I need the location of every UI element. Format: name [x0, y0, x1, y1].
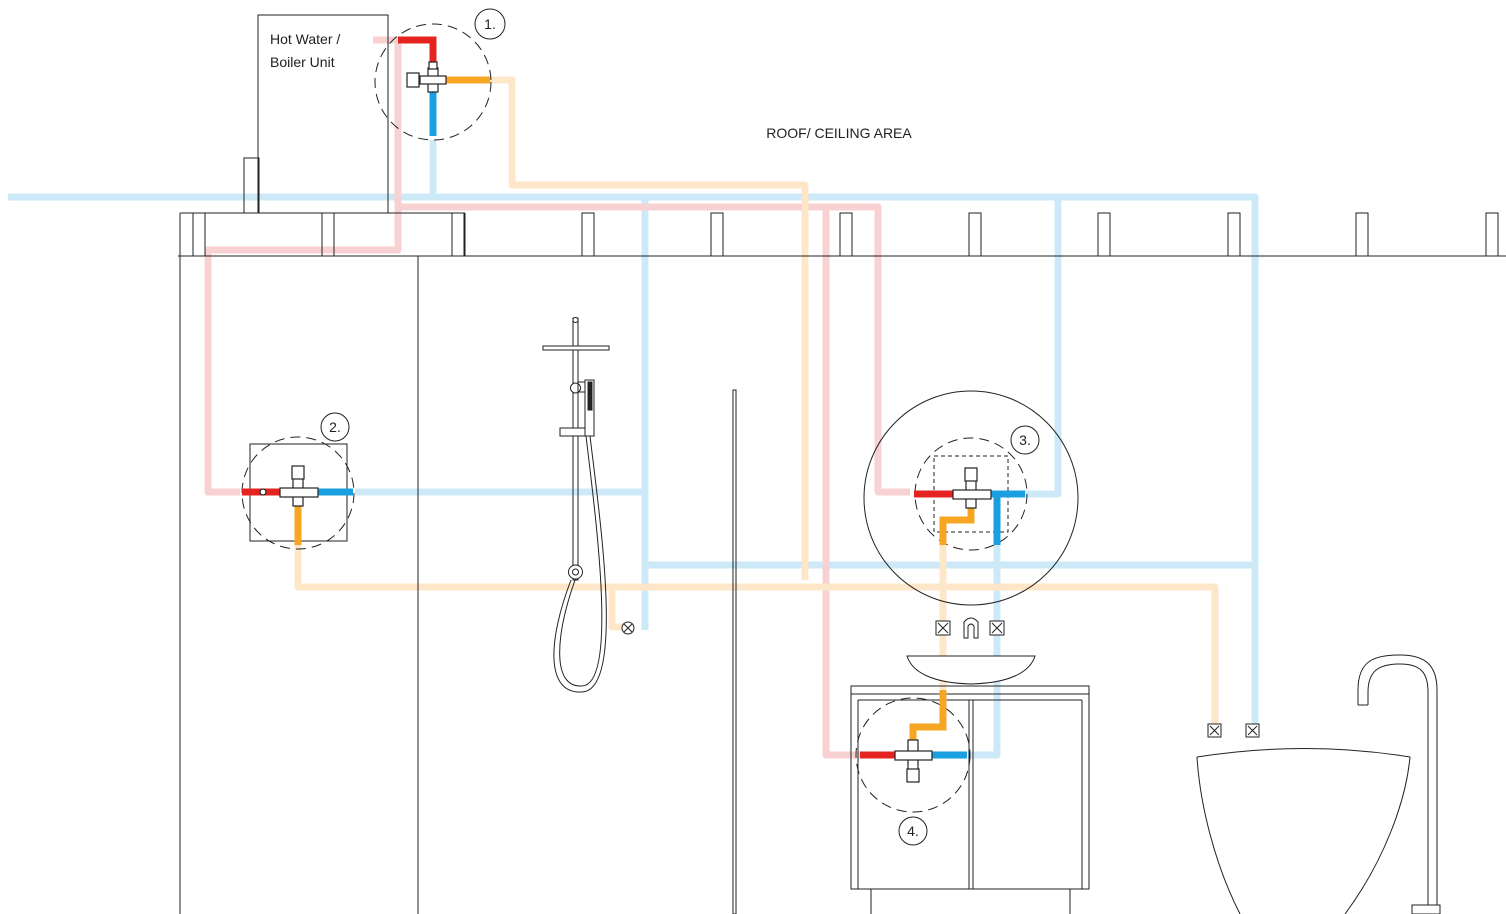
shower-hose: [553, 435, 607, 693]
valve-1: [374, 23, 492, 141]
joist: [1097, 212, 1111, 257]
joist: [1355, 212, 1369, 257]
joist: [1485, 212, 1499, 257]
vessel-basin: [906, 655, 1036, 685]
roof-area-label: ROOF/ CEILING AREA: [766, 125, 912, 141]
cross-handle-tap-icon: [1207, 723, 1222, 738]
valve-4: [855, 690, 971, 813]
mixed-pipe-valve2: [294, 545, 1219, 730]
hot-pipe-boiler: [204, 36, 402, 496]
thermostatic-mixing-valve-icon: [894, 739, 933, 783]
mirror: [863, 390, 1079, 606]
bath-spout-base: [1411, 904, 1441, 914]
rail-bottom-bracket: [568, 564, 583, 580]
shower-glass-screen: [732, 389, 737, 914]
joist: [192, 212, 206, 257]
marker-4: 4.: [898, 816, 928, 846]
marker-2: 2.: [320, 412, 350, 442]
cross-handle-tap-icon: [1245, 723, 1260, 738]
cross-handle-tap-icon: [989, 620, 1005, 636]
valve-3: [914, 437, 1028, 551]
valve-callout-circle: [914, 437, 1028, 551]
hot-pipe-vanity: [822, 207, 860, 759]
joist: [581, 212, 595, 257]
marker-label: 1.: [484, 16, 496, 32]
cold-pipe-basin: [1022, 197, 1062, 498]
boiler-flue: [243, 157, 260, 214]
joist: [839, 212, 853, 257]
valve-callout-circle: [855, 697, 971, 813]
thermostatic-mixing-valve-icon: [406, 61, 447, 93]
cold-pipe-vanity: [968, 545, 1001, 759]
valve-callout-circle: [241, 436, 355, 550]
joist: [710, 212, 724, 257]
joist: [321, 212, 335, 257]
mixed-pipe-ceiling: [490, 76, 809, 580]
cold-main-pipe: [8, 193, 1259, 730]
bath-tub: [1196, 748, 1411, 914]
thermostatic-mixing-valve-icon: [259, 465, 319, 507]
marker-3: 3.: [1010, 425, 1040, 455]
faded-pipes: [8, 36, 1259, 759]
vanity-top: [850, 685, 1090, 695]
bath-spout: [1357, 654, 1438, 905]
valve-2: [241, 436, 355, 550]
hot-pipe-ceiling: [398, 203, 910, 496]
wall-spout-icon: [963, 617, 979, 639]
marker-label: 4.: [907, 823, 919, 839]
joist: [1227, 212, 1241, 257]
marker-label: 2.: [329, 419, 341, 435]
cross-handle-tap-icon: [621, 621, 635, 635]
marker-label: 3.: [1019, 432, 1031, 448]
thermostatic-mixing-valve-icon: [952, 467, 992, 509]
shower-set: [542, 317, 635, 693]
rain-shower-head: [542, 345, 610, 351]
joist: [968, 212, 982, 257]
vanity-cabinet: [850, 693, 1090, 890]
cross-handle-tap-icon: [935, 620, 951, 636]
boiler-label-line2: Boiler Unit: [270, 54, 335, 70]
mixed-pipe-shower: [608, 587, 624, 631]
valve-callout-circle: [374, 23, 492, 141]
freestanding-bath: [1196, 654, 1441, 914]
rail-slider: [559, 427, 586, 437]
boiler-label-line1: Hot Water /: [270, 31, 340, 47]
structure: [178, 14, 1506, 914]
basin-vanity: [850, 390, 1090, 914]
shower-rail: [572, 349, 579, 581]
joist: [451, 212, 465, 257]
marker-1: 1.: [474, 8, 506, 40]
